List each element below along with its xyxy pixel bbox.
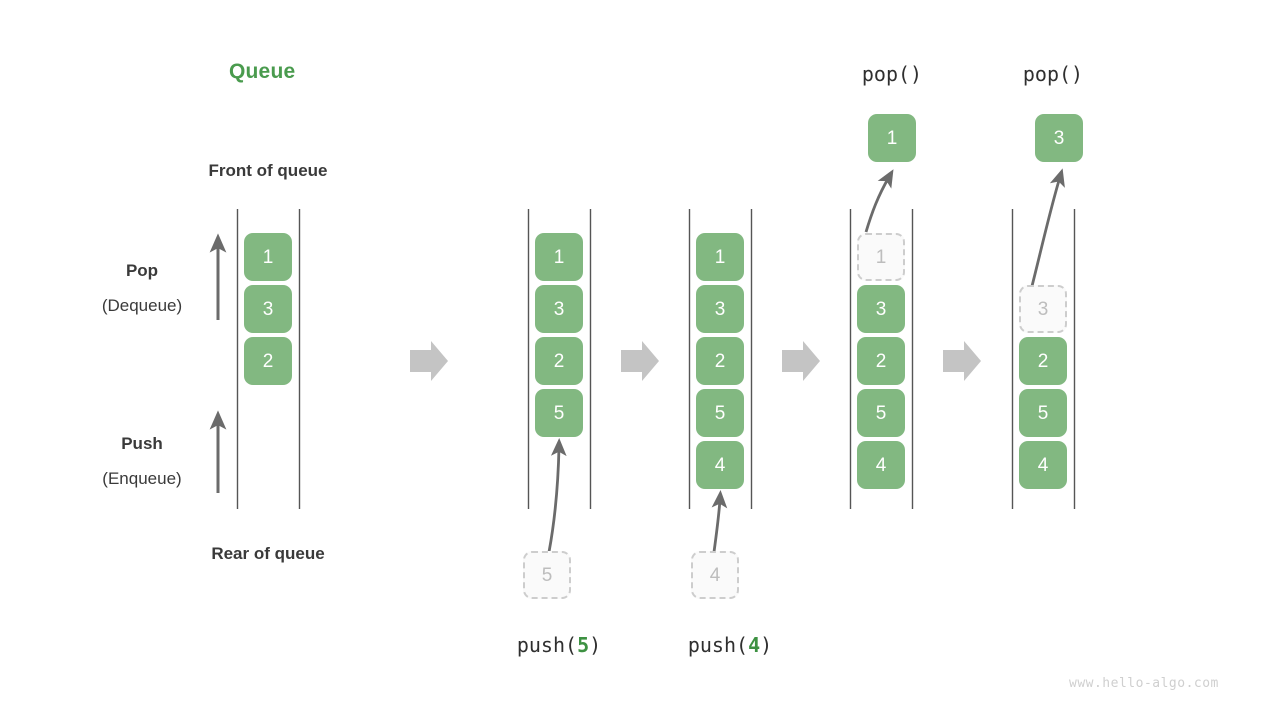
queue-cell: 5 (857, 389, 905, 437)
queue-cell: 5 (1019, 389, 1067, 437)
step-arrow-3 (782, 341, 820, 381)
op-arg: 5 (577, 633, 590, 657)
queue-cell: 2 (244, 337, 292, 385)
queue-cell-removed: 1 (857, 233, 905, 281)
pop-arrow-3 (1029, 168, 1065, 291)
op-prefix: push( (687, 633, 749, 657)
queue-cell: 2 (857, 337, 905, 385)
popped-element: 3 (1035, 114, 1083, 162)
operation-label-push-4: push(4) (650, 633, 810, 657)
enqueue-label: (Enqueue) (102, 469, 182, 488)
push-label: Push (121, 434, 163, 453)
queue-cell: 3 (244, 285, 292, 333)
popped-element: 1 (868, 114, 916, 162)
push-arrow-5 (547, 438, 567, 553)
queue-cell: 3 (857, 285, 905, 333)
front-of-queue-label: Front of queue (208, 161, 328, 180)
queue-cell: 4 (857, 441, 905, 489)
operation-label-pop-1: pop() (861, 62, 923, 86)
queue-cell-removed: 3 (1019, 285, 1067, 333)
pop-arrow-1 (864, 169, 894, 233)
queue-cell: 1 (535, 233, 583, 281)
rails-column-4 (849, 209, 914, 509)
rear-of-queue-label: Rear of queue (211, 544, 325, 563)
queue-cell: 5 (696, 389, 744, 437)
queue-cell: 2 (535, 337, 583, 385)
step-arrow-2 (621, 341, 659, 381)
pop-label: Pop (125, 261, 159, 280)
op-arg: 4 (748, 633, 761, 657)
rails-column-2 (527, 209, 592, 509)
queue-cell: 4 (696, 441, 744, 489)
queue-cell: 3 (535, 285, 583, 333)
step-arrow-4 (943, 341, 981, 381)
operation-label-push-5: push(5) (479, 633, 639, 657)
page-title: Queue (229, 60, 296, 83)
operation-label-pop-3: pop() (1022, 62, 1084, 86)
push-arrow-4 (711, 490, 728, 553)
rails-column-3 (688, 209, 753, 509)
op-suffix: ) (760, 633, 773, 657)
op-prefix: push( (516, 633, 578, 657)
op-suffix: ) (589, 633, 602, 657)
watermark: www.hello-algo.com (1069, 676, 1219, 691)
queue-cell: 4 (1019, 441, 1067, 489)
step-arrow-1 (410, 341, 448, 381)
rails-column-5 (1011, 209, 1076, 509)
queue-cell: 2 (696, 337, 744, 385)
queue-cell: 3 (696, 285, 744, 333)
queue-cell: 5 (535, 389, 583, 437)
queue-cell: 1 (696, 233, 744, 281)
incoming-element: 4 (691, 551, 739, 599)
incoming-element: 5 (523, 551, 571, 599)
queue-cell: 2 (1019, 337, 1067, 385)
dequeue-label: (Dequeue) (101, 296, 183, 315)
queue-cell: 1 (244, 233, 292, 281)
rails-column-1 (236, 209, 301, 509)
